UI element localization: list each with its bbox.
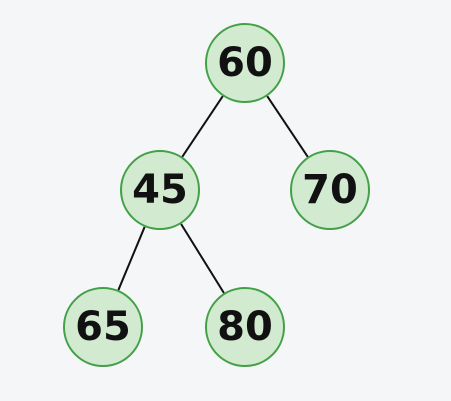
tree-node-45: 45	[120, 150, 200, 230]
tree-node-80: 80	[205, 287, 285, 367]
edge-60-70	[266, 95, 309, 158]
edge-60-45	[181, 95, 224, 158]
edge-45-65	[117, 226, 146, 291]
tree-node-70: 70	[290, 150, 370, 230]
tree-node-60: 60	[205, 23, 285, 103]
edge-45-80	[180, 223, 225, 294]
tree-node-65: 65	[63, 287, 143, 367]
